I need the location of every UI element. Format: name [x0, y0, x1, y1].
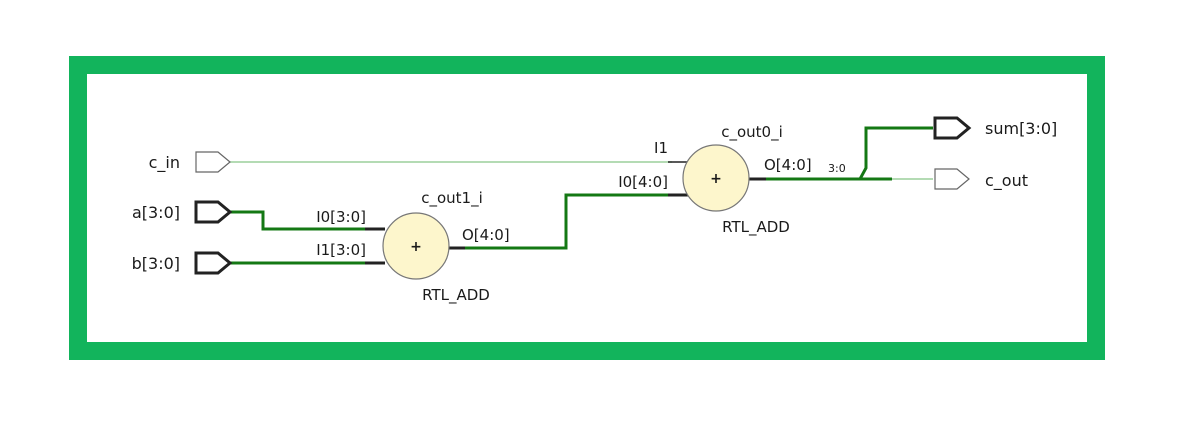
adder1-type-label: RTL_ADD	[422, 286, 490, 305]
adder0-pin-i0-label: I0[4:0]	[618, 173, 668, 191]
adder0-pin-o-label: O[4:0]	[764, 156, 812, 174]
adder1-plus-icon: +	[410, 239, 422, 255]
port-sum-symbol[interactable]	[933, 116, 972, 140]
port-c-out-symbol[interactable]	[934, 168, 970, 190]
adder1-pin-i0-label: I0[3:0]	[316, 208, 366, 226]
port-b-label: b[3:0]	[132, 254, 180, 273]
net-a[interactable]	[230, 210, 383, 231]
adder1-instance-label: c_out1_i	[421, 189, 483, 208]
port-c-out-label: c_out	[985, 171, 1028, 191]
net-sum[interactable]	[858, 126, 933, 180]
adder0-pin-i1-label: I1	[654, 139, 668, 157]
adder0-plus-icon: +	[710, 171, 722, 187]
port-b-symbol[interactable]	[194, 251, 233, 275]
adder0-type-label: RTL_ADD	[722, 218, 790, 237]
port-c-in-label: c_in	[149, 153, 180, 173]
port-a-symbol[interactable]	[194, 200, 233, 224]
port-c-in-symbol[interactable]	[195, 151, 231, 173]
adder1-pin-i1-label: I1[3:0]	[316, 241, 366, 259]
bus-slice-label: 3:0	[828, 162, 846, 175]
adder0-instance-label: c_out0_i	[721, 123, 783, 142]
port-sum-label: sum[3:0]	[985, 119, 1057, 138]
adder1-body[interactable]	[382, 212, 450, 280]
adder0-body[interactable]	[682, 144, 750, 212]
port-a-label: a[3:0]	[132, 203, 180, 222]
adder1-pin-o-label: O[4:0]	[462, 226, 510, 244]
frame-border	[69, 56, 1105, 360]
net-adder1-out[interactable]	[449, 193, 683, 250]
